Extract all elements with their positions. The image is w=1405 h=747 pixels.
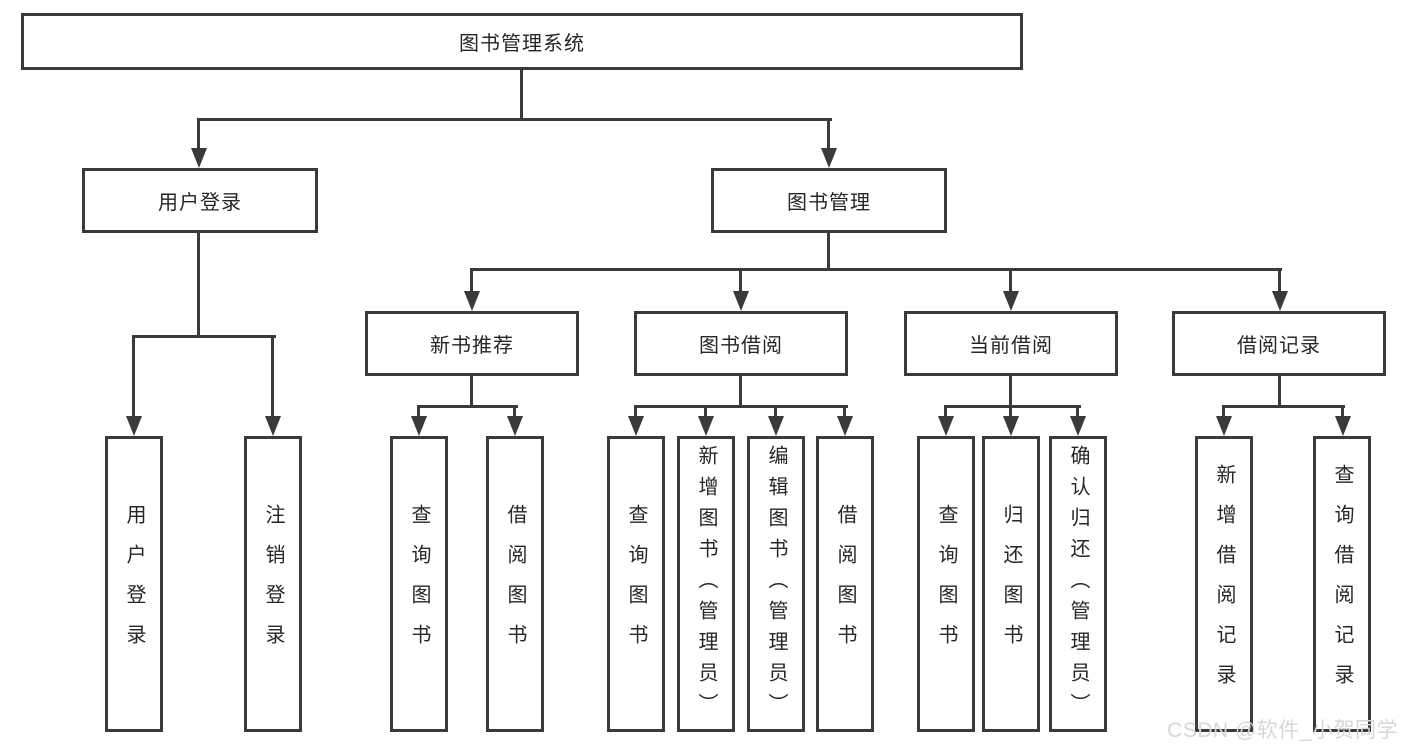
- edge-current-borrow-rail: [944, 405, 1081, 408]
- node-book-borrow-label: 图书借阅: [699, 335, 783, 357]
- leaf-confirm-return-admin-label: 确认归还（管理员）: [1067, 444, 1089, 724]
- leaf-add-book-admin-label: 新增图书（管理员）: [695, 444, 717, 724]
- edge-to-leaf-logout: [271, 335, 274, 418]
- node-new-book-recommend-label: 新书推荐: [430, 335, 514, 357]
- edge-to-new-books: [470, 268, 473, 294]
- edge-new-books-stem: [470, 376, 473, 408]
- edge-book-borrow-rail: [634, 405, 848, 408]
- edge-to-borrow-records: [1278, 268, 1281, 294]
- edge-nb-leaf1: [417, 405, 420, 418]
- edge-cb-leaf2: [1009, 405, 1012, 418]
- arrowhead-leaf-logout: [265, 416, 281, 436]
- edge-borrow-records-stem: [1278, 376, 1281, 408]
- node-book-management: 图书管理: [711, 168, 947, 233]
- leaf-edit-book-admin: 编辑图书（管理员）: [747, 436, 805, 732]
- arrowhead-br-leaf1: [1216, 416, 1232, 436]
- leaf-query-books-current: 查询图书: [917, 436, 975, 732]
- arrowhead-new-books: [464, 291, 480, 311]
- node-book-borrow: 图书借阅: [634, 311, 848, 376]
- edge-book-mgmt-stem: [827, 233, 830, 271]
- node-borrow-records: 借阅记录: [1172, 311, 1386, 376]
- edge-book-borrow-stem: [739, 376, 742, 408]
- leaf-add-borrow-record: 新增借阅记录: [1195, 436, 1253, 732]
- leaf-query-books-newbooks-label: 查询图书: [408, 504, 430, 664]
- edge-bb-leaf2: [704, 405, 707, 418]
- leaf-borrow-books-borrow: 借阅图书: [816, 436, 874, 732]
- edge-cb-leaf1: [944, 405, 947, 418]
- edge-root-stem: [520, 70, 523, 120]
- node-current-borrow: 当前借阅: [904, 311, 1118, 376]
- edge-user-login-stem: [197, 233, 200, 337]
- edge-br-leaf1: [1222, 405, 1225, 418]
- arrowhead-bb-leaf1: [628, 416, 644, 436]
- arrowhead-cb-leaf1: [938, 416, 954, 436]
- edge-to-user-login: [197, 118, 200, 150]
- node-borrow-records-label: 借阅记录: [1237, 335, 1321, 357]
- leaf-query-books-borrow-label: 查询图书: [625, 504, 647, 664]
- edge-current-borrow-stem: [1009, 376, 1012, 408]
- csdn-watermark: CSDN @软件_小贺同学: [1167, 719, 1398, 742]
- leaf-borrow-books-borrow-label: 借阅图书: [834, 504, 856, 664]
- leaf-query-books-current-label: 查询图书: [935, 504, 957, 664]
- edge-root-rail: [197, 118, 832, 121]
- arrowhead-book-management: [821, 148, 837, 168]
- leaf-add-borrow-record-label: 新增借阅记录: [1213, 464, 1235, 704]
- edge-bb-leaf4: [843, 405, 846, 418]
- leaf-query-borrow-record-label: 查询借阅记录: [1331, 464, 1353, 704]
- arrowhead-bb-leaf4: [837, 416, 853, 436]
- leaf-query-borrow-record: 查询借阅记录: [1313, 436, 1371, 732]
- arrowhead-current-borrow: [1003, 291, 1019, 311]
- edge-bb-leaf3: [774, 405, 777, 418]
- arrowhead-borrow-records: [1272, 291, 1288, 311]
- edge-bb-leaf1: [634, 405, 637, 418]
- node-book-management-label: 图书管理: [787, 192, 871, 214]
- arrowhead-cb-leaf3: [1070, 416, 1086, 436]
- node-library-system: 图书管理系统: [21, 13, 1023, 70]
- arrowhead-nb-leaf2: [507, 416, 523, 436]
- arrowhead-book-borrow: [733, 291, 749, 311]
- arrowhead-cb-leaf2: [1003, 416, 1019, 436]
- arrowhead-bb-leaf2: [698, 416, 714, 436]
- leaf-confirm-return-admin: 确认归还（管理员）: [1049, 436, 1107, 732]
- leaf-edit-book-admin-label: 编辑图书（管理员）: [765, 444, 787, 724]
- edge-new-books-rail: [417, 405, 518, 408]
- arrowhead-bb-leaf3: [768, 416, 784, 436]
- leaf-user-login: 用户登录: [105, 436, 163, 732]
- edge-to-book-borrow: [739, 268, 742, 294]
- edge-to-book-management: [827, 118, 830, 150]
- leaf-return-book: 归还图书: [982, 436, 1040, 732]
- edge-to-leaf-user-login: [132, 335, 135, 418]
- leaf-borrow-books-newbooks: 借阅图书: [486, 436, 544, 732]
- arrowhead-br-leaf2: [1335, 416, 1351, 436]
- edge-br-leaf2: [1341, 405, 1344, 418]
- edge-user-login-rail: [132, 335, 276, 338]
- arrowhead-nb-leaf1: [411, 416, 427, 436]
- arrowhead-user-login: [191, 148, 207, 168]
- edge-to-current-borrow: [1009, 268, 1012, 294]
- leaf-borrow-books-newbooks-label: 借阅图书: [504, 504, 526, 664]
- leaf-return-book-label: 归还图书: [1000, 504, 1022, 664]
- edge-cb-leaf3: [1076, 405, 1079, 418]
- node-current-borrow-label: 当前借阅: [969, 335, 1053, 357]
- leaf-logout-label: 注销登录: [262, 504, 284, 664]
- leaf-user-login-label: 用户登录: [123, 504, 145, 664]
- leaf-query-books-borrow: 查询图书: [607, 436, 665, 732]
- node-user-login: 用户登录: [82, 168, 318, 233]
- edge-borrow-records-rail: [1222, 405, 1345, 408]
- leaf-query-books-newbooks: 查询图书: [390, 436, 448, 732]
- leaf-add-book-admin: 新增图书（管理员）: [677, 436, 735, 732]
- node-user-login-label: 用户登录: [158, 192, 242, 214]
- edge-book-mgmt-rail: [470, 268, 1282, 271]
- node-new-book-recommend: 新书推荐: [365, 311, 579, 376]
- node-library-system-label: 图书管理系统: [459, 33, 585, 55]
- arrowhead-leaf-user-login: [126, 416, 142, 436]
- leaf-logout: 注销登录: [244, 436, 302, 732]
- edge-nb-leaf2: [513, 405, 516, 418]
